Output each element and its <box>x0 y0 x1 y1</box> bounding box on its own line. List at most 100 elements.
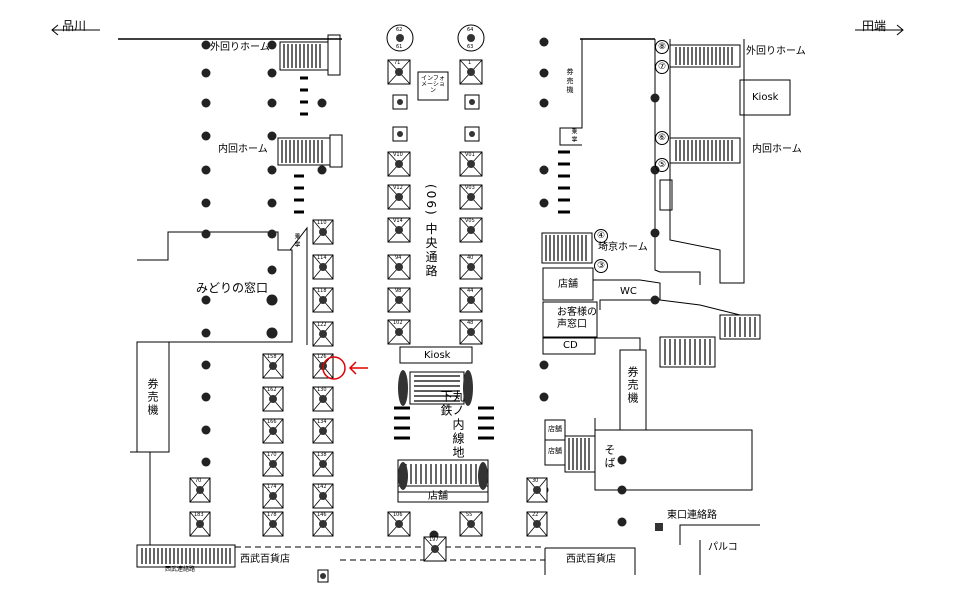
gate-code: 197 <box>429 537 439 543</box>
stairs-soba <box>564 435 596 473</box>
parco: パルコ <box>708 542 738 553</box>
gate-code: V10 <box>393 152 403 158</box>
gate-code: 114 <box>317 255 327 261</box>
kiosk-center-box <box>399 346 473 364</box>
info-label: インフォメーション <box>421 75 445 94</box>
kiosk-right-box <box>739 79 791 116</box>
direction-right: 田端 <box>862 19 887 33</box>
ticket-machine-left <box>136 341 170 453</box>
gate-code: 30 <box>532 478 539 484</box>
gate-code: 118 <box>317 288 327 294</box>
gate-code: 134 <box>317 419 327 425</box>
gate-code: 130 <box>317 387 327 393</box>
gate-code: 98 <box>395 288 402 294</box>
soba: そば <box>603 444 616 470</box>
outer-right-platform: 外回りホーム <box>746 46 806 57</box>
wc: WC <box>620 286 637 297</box>
gate-code: 63 <box>467 44 474 50</box>
gate-code: 64 <box>467 27 474 33</box>
gate-code: 70 <box>195 478 202 484</box>
gate-code: V14 <box>393 218 403 224</box>
staff-room: 乗掌 <box>293 233 300 249</box>
platform-number: ⑦ <box>655 60 669 74</box>
platform-number: ③ <box>594 259 608 273</box>
gate-code: 174 <box>267 484 277 490</box>
direction-left: 品川 <box>62 19 87 33</box>
gate-code: V12 <box>393 185 403 191</box>
kiosk-center: Kiosk <box>424 350 451 361</box>
shop-small-1: 店舗 <box>548 425 562 433</box>
arrow-left-icon <box>51 24 59 36</box>
gate-code: 55 <box>466 512 473 518</box>
gate-code: 183 <box>194 512 204 518</box>
stairs-right-east <box>719 314 761 340</box>
gate-code: 110 <box>317 220 327 226</box>
customer-voice-window: お客様の声窓口 <box>557 307 597 330</box>
gate-code: 61 <box>396 44 403 50</box>
cd: CD <box>563 340 578 351</box>
ticket-machine-left-label: 券売機 <box>146 378 159 417</box>
gate-code: 158 <box>267 354 277 360</box>
seibu-passage: 西武連絡路 <box>165 566 196 573</box>
gate-code: 142 <box>317 484 327 490</box>
stairs-outer-right <box>669 44 741 68</box>
platform-number: ⑤ <box>655 158 669 172</box>
gate-code: V05 <box>465 218 475 224</box>
staff-room-2: 乗掌 <box>570 128 577 144</box>
inner-right-platform: 内回ホーム <box>752 144 802 155</box>
soba-building <box>594 418 753 491</box>
kiosk-right: Kiosk <box>752 92 779 103</box>
seibu-right: 西武百貨店 <box>566 554 616 565</box>
platform-number: ⑧ <box>655 40 669 54</box>
platform-number: ⑥ <box>655 131 669 145</box>
gate-code: 126 <box>317 354 327 360</box>
stairs-right-mid <box>659 336 716 368</box>
current-location-marker <box>322 356 368 380</box>
midori-building <box>137 231 293 343</box>
gate-code: V01 <box>465 152 475 158</box>
seibu-left: 西武百貨店 <box>240 554 290 565</box>
gate-code: 170 <box>267 452 277 458</box>
shop-small-2: 店舗 <box>548 447 562 455</box>
gate-code: 178 <box>267 512 277 518</box>
gate-code: 40 <box>467 255 474 261</box>
customer-voice-box <box>542 301 598 338</box>
midori-window: みどりの窓口 <box>196 281 269 295</box>
gate-code: 138 <box>317 452 327 458</box>
cd-box <box>542 337 596 355</box>
seibu-passage-box <box>136 544 236 568</box>
gate-code: 94 <box>395 255 402 261</box>
ticket-machine-right-label: 券売機 <box>626 366 639 405</box>
stairs-saikyo <box>541 232 593 264</box>
inner-left-platform: 内回ホーム <box>218 144 268 155</box>
shop-center: 店舗 <box>428 491 448 502</box>
gate-code: 62 <box>396 27 403 33</box>
shop-right: 店舗 <box>558 279 578 290</box>
platform-number: ④ <box>594 229 608 243</box>
outer-left-platform: 外回りホーム <box>210 42 270 53</box>
gate-code: 71 <box>394 60 401 66</box>
pillar-dots <box>201 37 660 540</box>
ticket-machine-top-label: 券売機 <box>566 68 574 95</box>
gate-code: V03 <box>465 185 475 191</box>
arrow-right-icon <box>896 24 904 36</box>
staff-room-right <box>559 39 583 146</box>
info-booth <box>417 71 449 101</box>
gate-code: 22 <box>532 512 539 518</box>
gate-code: 44 <box>467 288 474 294</box>
gate-code: 166 <box>267 419 277 425</box>
gate-code: 102 <box>393 320 403 326</box>
east-passage: 東口連絡路 <box>667 510 717 521</box>
gate-boxes <box>189 59 548 583</box>
marunouchi-line: 丸ノ内線地下鉄 <box>439 390 465 460</box>
gate-code: 122 <box>317 322 327 328</box>
shop-right-box <box>542 267 594 301</box>
gate-code: 146 <box>317 512 327 518</box>
central-passage: (06) 中央通路 <box>424 184 438 279</box>
gate-code: 48 <box>467 320 474 326</box>
saikyo-platform: 埼京ホーム <box>598 242 648 253</box>
gate-code: 162 <box>267 387 277 393</box>
stairs-inner-right <box>669 137 741 164</box>
